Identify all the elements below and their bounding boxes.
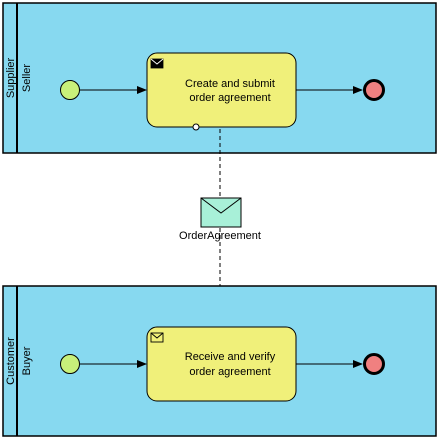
- message-flow-source-circle: [192, 123, 200, 131]
- end-event-customer[interactable]: [363, 353, 385, 375]
- task-create-submit-box: [146, 52, 297, 128]
- pool-supplier[interactable]: Supplier Seller Create and submit order …: [2, 2, 437, 154]
- receive-envelope-icon: [150, 332, 164, 343]
- send-envelope-icon: [150, 58, 164, 69]
- task-receive-verify[interactable]: Receive and verify order agreement: [146, 326, 297, 402]
- task-create-submit-line1: Create and submit: [185, 78, 275, 90]
- pool-customer[interactable]: Customer Buyer Receive and verify order …: [2, 285, 437, 437]
- start-event-supplier[interactable]: [60, 80, 80, 100]
- end-event-supplier[interactable]: [363, 79, 385, 101]
- lane-seller-label: Seller: [21, 64, 33, 92]
- message-envelope-flap: [200, 197, 242, 214]
- task-create-submit-line2: order agreement: [189, 92, 270, 104]
- task-receive-verify-line2: order agreement: [189, 366, 270, 378]
- task-receive-verify-box: [146, 326, 297, 402]
- pool-customer-participant-label: Customer: [5, 337, 17, 385]
- task-create-submit[interactable]: Create and submit order agreement: [146, 52, 297, 128]
- start-event-customer[interactable]: [60, 354, 80, 374]
- message-label: OrderAgreement: [179, 230, 261, 242]
- task-receive-verify-line1: Receive and verify: [185, 351, 276, 363]
- pool-supplier-participant-label: Supplier: [5, 57, 17, 98]
- lane-buyer-label: Buyer: [21, 346, 33, 375]
- message-order-agreement[interactable]: OrderAgreement: [179, 197, 261, 242]
